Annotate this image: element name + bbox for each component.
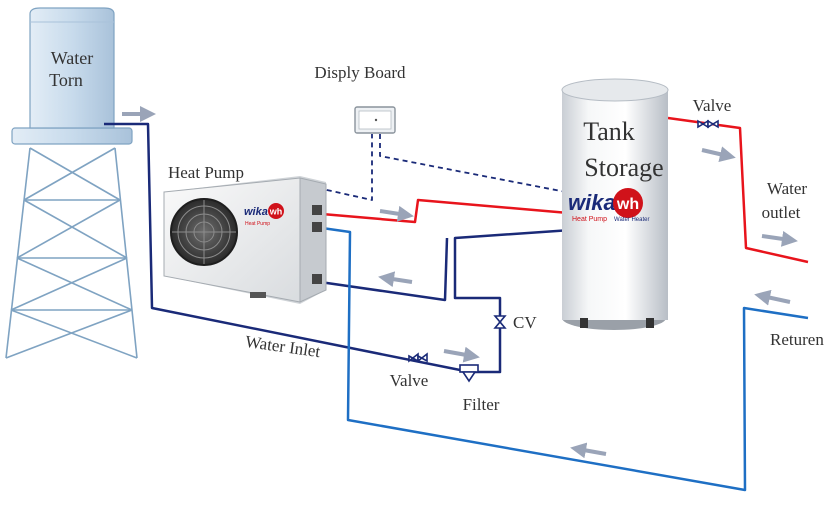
filter-icon: [459, 364, 479, 383]
heat-pump-brand-badge: wh: [269, 207, 283, 217]
signal-line-pump: [317, 134, 373, 201]
flow-arrow-cold: [378, 271, 413, 288]
valve-top-label: Valve: [693, 96, 732, 115]
flow-arrow-return: [570, 442, 607, 459]
heat-pump-brand-name: wika: [244, 206, 268, 218]
flow-arrow-outlet-top: [701, 146, 736, 162]
tank-label-line1: Tank: [583, 117, 635, 146]
tower-tank: [29, 7, 115, 129]
heat-pump-label: Heat Pump: [168, 163, 244, 182]
water-inlet-pipe: [104, 122, 601, 374]
heat-pump-unit: wika wh Heat Pump Heat Pump: [163, 163, 327, 304]
valve-bottom-label: Valve: [390, 371, 429, 390]
tank-brand-name: wika: [568, 190, 616, 215]
tank-label-line2: Storage: [584, 153, 663, 182]
water-outlet-label-line1: Water: [767, 179, 807, 198]
water-tower-label-line2: Torn: [49, 70, 83, 90]
tower-frame: [5, 147, 138, 359]
water-outlet-label-line2: outlet: [762, 203, 801, 222]
valve-bottom-icon: [408, 352, 428, 363]
flow-arrow-hot: [379, 205, 414, 222]
tank-brand-tagline-2: Water Heater: [614, 217, 649, 223]
flow-arrow-return-in: [754, 289, 791, 306]
filter-label: Filter: [463, 395, 500, 414]
tank-brand-badge: wh: [616, 196, 639, 213]
valve-top-icon: [697, 119, 719, 129]
heat-pump-logo: wika wh Heat Pump: [244, 203, 284, 227]
display-board: Disply Board: [314, 63, 406, 134]
check-valve-label: CV: [513, 313, 537, 332]
heat-pump-brand-tagline: Heat Pump: [245, 221, 270, 227]
tank-storage: Tank Storage wika wh Heat Pump Water Hea…: [561, 78, 669, 330]
return-label: Returen: [770, 330, 824, 349]
heat-pump-cold-pipe: [319, 237, 449, 302]
tower-platform: [11, 127, 133, 145]
water-tower-label-line1: Water: [51, 48, 94, 68]
signal-line-tank: [379, 134, 567, 193]
flow-arrows: [122, 106, 798, 459]
check-valve-icon: [493, 315, 507, 329]
water-inlet-label: Water Inlet: [244, 332, 322, 361]
display-board-label: Disply Board: [314, 63, 406, 82]
return-pipe: [321, 226, 809, 492]
heat-pump-hot-pipe: [321, 198, 581, 224]
flow-arrow-inlet: [443, 346, 480, 363]
pipes: [104, 116, 809, 492]
tank-brand-tagline-1: Heat Pump: [572, 216, 607, 223]
tank-logo: wika wh Heat Pump Water Heater: [568, 188, 649, 223]
water-tower: Water Torn: [5, 7, 138, 359]
flow-arrow-outlet: [761, 230, 798, 247]
